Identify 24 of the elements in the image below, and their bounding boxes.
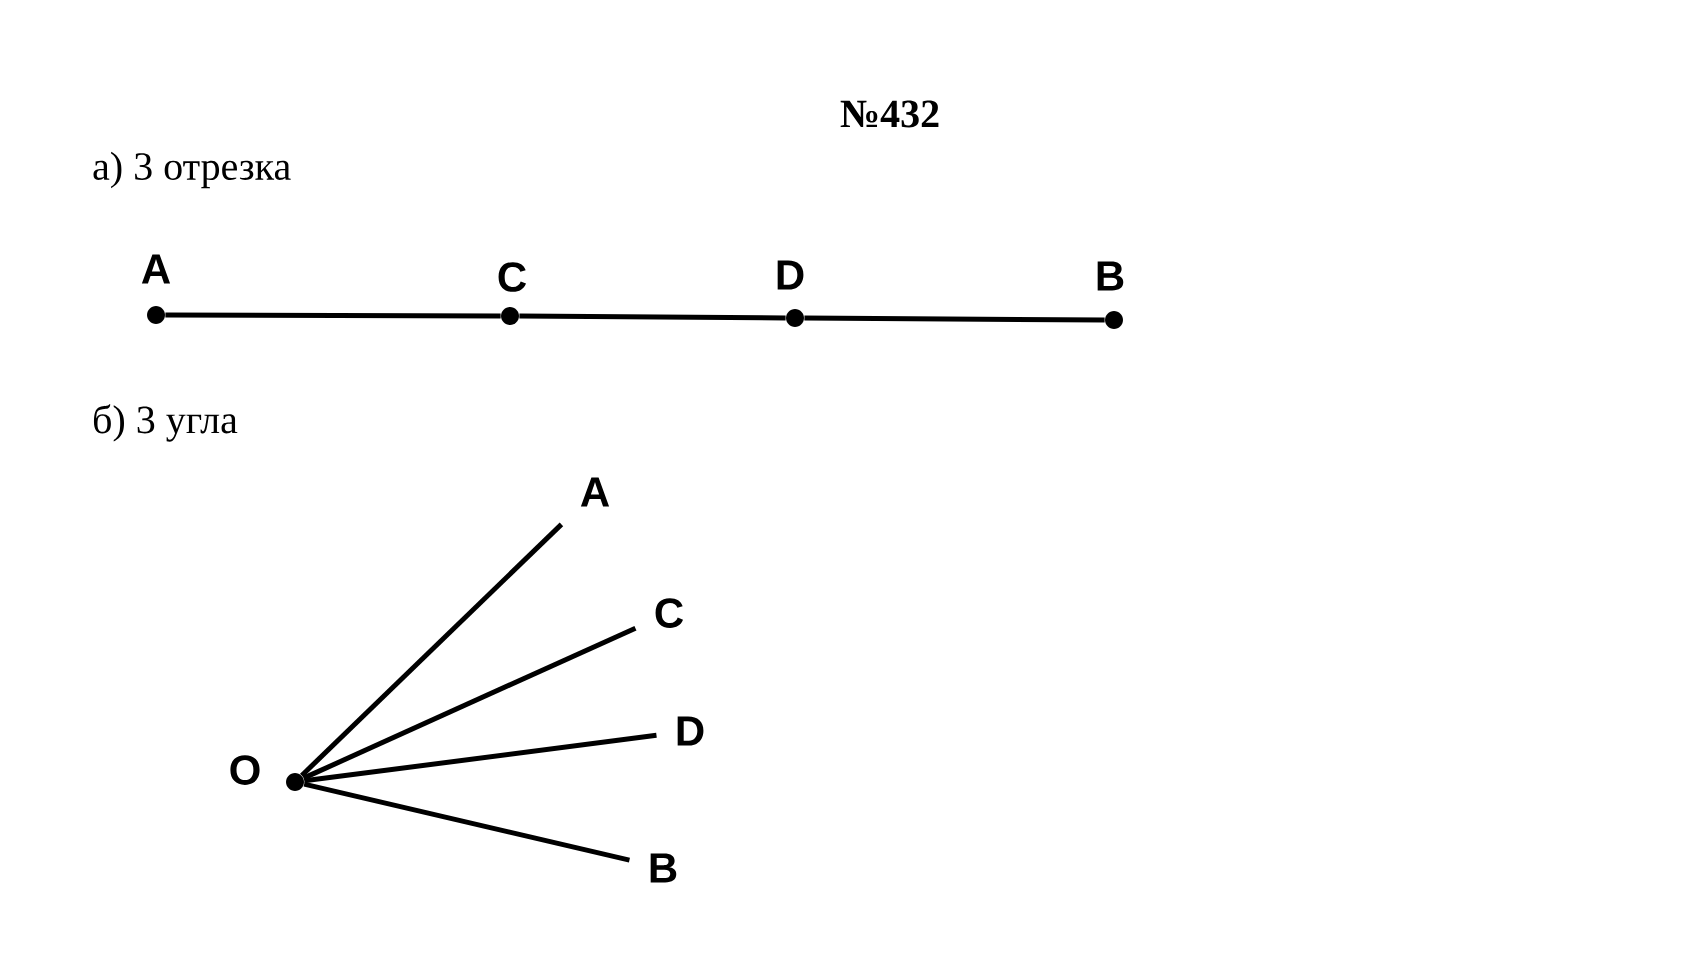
point-label: D [777,260,804,290]
point-dot [1105,311,1123,329]
line-segment [804,315,1105,323]
line-segment [304,732,657,784]
point-label: A [580,477,610,507]
point-label: C [498,262,526,292]
point-label: A [141,254,171,284]
point-dot [786,309,804,327]
line-segment [165,312,501,319]
point-label: B [650,853,677,883]
point-dot [501,307,519,325]
point-label: D [677,716,704,746]
title: №432 [840,100,939,128]
point-label: B [1097,261,1124,291]
part-heading: а) 3 отрезка [93,151,291,189]
line-segment [519,313,786,321]
point-label: O [230,755,260,785]
point-dot [286,773,304,791]
part-heading: б) 3 угла [93,404,238,442]
point-label: C [655,598,683,628]
line-segment [302,625,637,781]
line-segment [303,781,631,863]
point-dot [147,306,165,324]
line-segment [300,522,564,778]
